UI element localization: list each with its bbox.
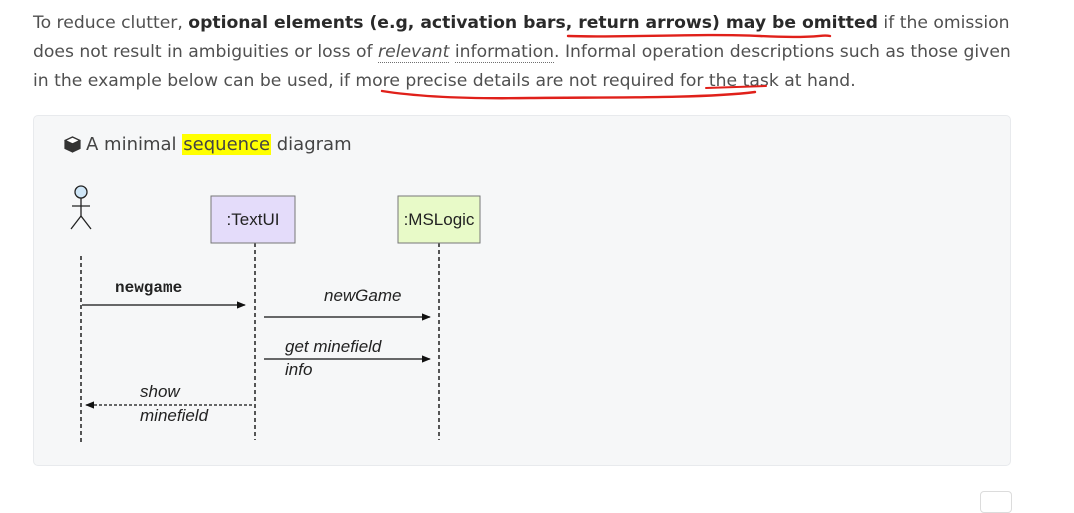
information-link: information: [454, 42, 555, 63]
relevant-link: relevant: [378, 42, 450, 63]
box-icon: [64, 136, 81, 153]
message-newGame-label: newGame: [324, 286, 401, 305]
intro-paragraph: To reduce clutter, optional elements (e.…: [33, 9, 1023, 96]
message-show-minefield-label-2: minefield: [140, 406, 209, 425]
participant-textui-label: :TextUI: [227, 210, 280, 229]
message-get-minefield-label: get minefield: [285, 337, 382, 356]
message-newgame-label: newgame: [115, 279, 182, 297]
title-highlight: sequence: [182, 134, 272, 155]
message-show-minefield-label: show: [140, 382, 181, 401]
title-prefix: A minimal: [86, 134, 183, 155]
participant-textui-box: [210, 195, 296, 244]
stick-figure-icon: [70, 185, 92, 230]
para-bold: optional elements (e.g, activation bars,…: [188, 13, 878, 33]
participant-mslogic-label: :MSLogic: [404, 210, 475, 229]
title-suffix: diagram: [271, 134, 352, 155]
message-get-minefield-label-2: info: [285, 360, 312, 379]
sequence-diagram: :TextUI :MSLogic newgame newGame get min…: [70, 185, 481, 442]
para-text-1: To reduce clutter,: [33, 13, 189, 33]
participant-mslogic-box: [397, 195, 481, 244]
panel-title: A minimal sequence diagram: [64, 134, 352, 155]
para-text-2: if the omission does not result in ambig…: [33, 13, 1010, 62]
diagram-panel: A minimal sequence diagram: [33, 115, 1011, 466]
corner-button[interactable]: [980, 491, 1012, 513]
para-text-3: . Informal operation descriptions such a…: [33, 42, 1011, 91]
